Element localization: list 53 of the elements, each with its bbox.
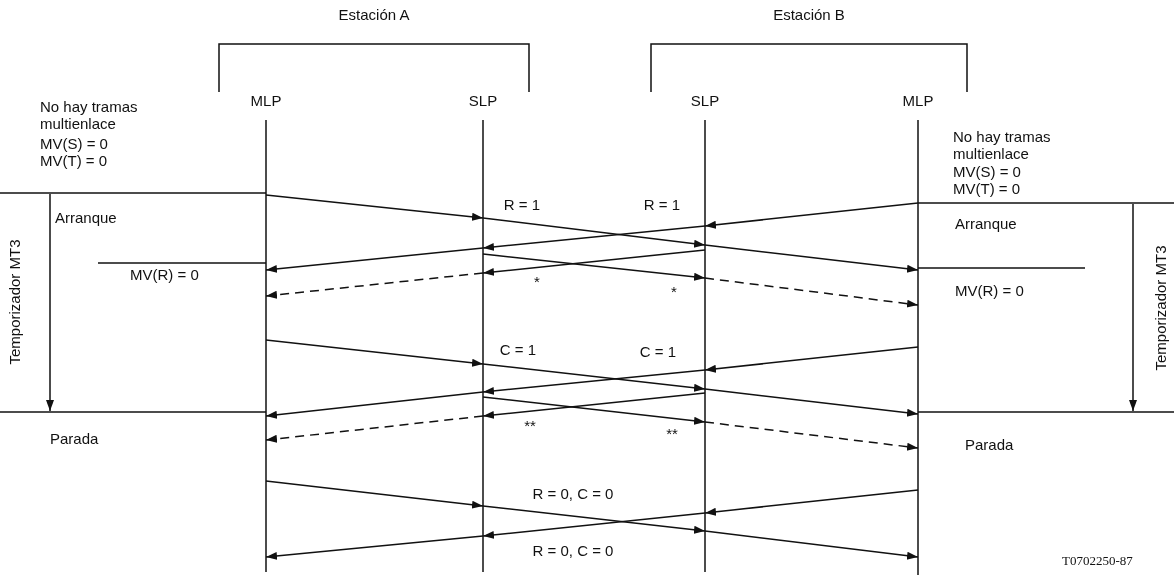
variable-value: MV(T) = 0 [40, 152, 108, 169]
lifeline: MLP [244, 92, 288, 572]
arrow [482, 369, 706, 395]
arrow [265, 339, 484, 367]
arrow [265, 247, 484, 273]
arrow [482, 249, 706, 276]
edge-label: ** [665, 426, 679, 442]
arrow [482, 217, 706, 248]
station-bracket: Estación A [218, 6, 530, 92]
variable-value: MV(S) = 0 [40, 135, 108, 152]
arrow [265, 480, 484, 509]
variable-value: MV(T) = 0 [953, 180, 1021, 197]
arrow [704, 346, 919, 373]
arrow [265, 535, 484, 560]
event-label: Parada [965, 436, 1014, 453]
dashed-arrow [704, 277, 919, 308]
edge-label: R = 1 [502, 197, 542, 213]
arrow [482, 253, 706, 281]
arrow [482, 396, 706, 425]
state-note: No hay tramas multienlace [40, 98, 139, 132]
arrow [704, 244, 919, 273]
lifeline: MLP [896, 92, 940, 575]
event-label: Arranque [55, 209, 117, 226]
arrow [704, 489, 919, 516]
variable-value: MV(R) = 0 [955, 282, 1024, 299]
arrow [265, 194, 484, 221]
arrow [482, 505, 706, 534]
station-bracket: Estación B [650, 6, 968, 92]
arrow [704, 530, 919, 560]
edge-label: ** [523, 418, 537, 434]
variable-value: MV(R) = 0 [130, 266, 199, 283]
arrow [482, 512, 706, 539]
edge-label: * [670, 284, 678, 300]
dashed-arrow [704, 421, 919, 451]
edge-label: R = 1 [642, 197, 682, 213]
state-note: No hay tramas multienlace [953, 128, 1052, 162]
figure-code: T0702250-87 [1062, 552, 1133, 569]
edge-label: R = 0, C = 0 [531, 486, 615, 502]
arrow [704, 202, 919, 229]
arrow [265, 391, 484, 419]
dashed-arrow [265, 415, 484, 443]
arrow [482, 363, 706, 392]
dashed-arrow [265, 272, 484, 299]
arrow [482, 225, 706, 251]
edge-label: R = 0, C = 0 [531, 543, 615, 559]
lifeline: SLP [683, 92, 727, 572]
event-label: Parada [50, 430, 99, 447]
edge-label: C = 1 [638, 344, 678, 360]
arrow [482, 392, 706, 419]
edge-label: * [533, 274, 541, 290]
event-label: Arranque [955, 215, 1017, 232]
arrow [704, 388, 919, 417]
variable-value: MV(S) = 0 [953, 163, 1021, 180]
